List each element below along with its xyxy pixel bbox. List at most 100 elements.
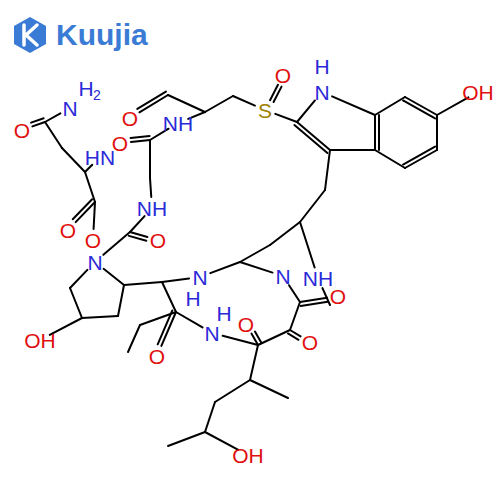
bond-line <box>289 285 300 302</box>
bond-line <box>300 298 327 302</box>
atom-label: OH <box>462 82 494 103</box>
bond-line <box>131 136 150 138</box>
bond-line <box>403 147 435 165</box>
atom-label: H <box>78 78 93 99</box>
atom-label: H <box>314 56 329 77</box>
bond-line <box>275 114 297 122</box>
bond-line <box>162 278 189 282</box>
bond-line <box>162 282 176 312</box>
logo-hexagon <box>14 17 46 53</box>
bond-line <box>258 330 290 345</box>
atom-label: NH <box>137 198 167 219</box>
atom-label: O <box>238 314 254 335</box>
bond-line <box>378 115 380 150</box>
bond-line <box>176 312 202 327</box>
bond-line <box>118 285 124 316</box>
bond-line <box>375 97 405 115</box>
bond-line <box>270 222 300 245</box>
bond-line <box>70 288 82 318</box>
bond-line <box>297 122 330 150</box>
atom-label: H <box>216 303 231 324</box>
bond-line <box>330 149 375 151</box>
bond-line <box>94 202 95 229</box>
bond-line <box>403 100 435 118</box>
atom-label: O <box>302 332 318 353</box>
bond-line <box>210 262 240 273</box>
bond-line <box>255 332 262 343</box>
bond-line <box>274 87 282 102</box>
atom-label: O <box>149 346 165 367</box>
bond-line <box>375 150 405 168</box>
bond-line <box>223 336 258 345</box>
bond-line <box>332 96 375 115</box>
bond-line <box>137 92 166 109</box>
atom-label: O <box>275 65 291 86</box>
atom-label: H <box>185 288 200 309</box>
bond-line <box>301 302 328 306</box>
atom-label: S <box>258 100 272 121</box>
bond-line <box>73 199 92 219</box>
atom-label: N <box>275 266 290 287</box>
bond-line <box>168 95 205 112</box>
bond-line <box>374 115 376 150</box>
atom-label: NH <box>303 268 333 289</box>
bond-line <box>62 148 85 172</box>
bond-line <box>290 302 300 330</box>
bond-line <box>124 282 162 285</box>
bond-line <box>233 96 255 106</box>
atom-label: N <box>62 98 77 119</box>
bond-line <box>149 140 151 178</box>
bond-line <box>128 325 140 352</box>
logo-text: Kuujia <box>56 20 148 50</box>
atom-label: O <box>60 220 76 241</box>
atom-label: OH <box>24 330 56 351</box>
atom-label: O <box>330 286 346 307</box>
atom-label: N <box>87 252 102 273</box>
atom-label: O <box>14 120 30 141</box>
bond-line <box>70 270 87 288</box>
bond-line <box>250 345 258 380</box>
bond-line <box>168 432 205 446</box>
bond-line <box>436 115 438 150</box>
bond-lines <box>31 85 468 450</box>
atom-label: OH <box>232 445 264 466</box>
bond-line <box>405 97 437 115</box>
bond-line <box>300 190 325 222</box>
atom-label: O <box>122 108 138 129</box>
bond-line <box>85 172 95 202</box>
logo-mark <box>24 25 37 45</box>
atom-label: HN <box>85 147 115 168</box>
bond-line <box>205 96 233 112</box>
atom-label: N <box>192 267 207 288</box>
atom-label: NH <box>163 113 193 134</box>
atom-label: N <box>314 82 329 103</box>
bond-line <box>294 125 327 153</box>
bond-line <box>150 178 151 197</box>
bond-line <box>300 222 315 268</box>
bond-line <box>240 262 273 273</box>
bond-line <box>288 333 299 339</box>
bond-line <box>129 236 146 241</box>
atom-label: O <box>85 230 101 251</box>
bond-line <box>205 402 215 432</box>
bond-line <box>131 140 150 142</box>
atom-label: O <box>150 230 166 251</box>
atom-label: N <box>204 323 219 344</box>
atom-label: 2 <box>93 88 101 102</box>
bond-line <box>32 122 45 126</box>
bond-line <box>31 118 44 122</box>
bond-line <box>82 316 118 318</box>
bond-line <box>139 95 168 112</box>
bond-line <box>103 232 130 255</box>
bond-line <box>325 150 330 190</box>
logo-icon <box>14 17 46 53</box>
bond-line <box>140 312 176 325</box>
bond-line <box>405 150 437 168</box>
bond-line <box>45 122 62 148</box>
bond-line <box>215 380 250 402</box>
bond-line <box>250 380 288 398</box>
bond-line <box>45 113 60 122</box>
bond-line <box>104 269 124 285</box>
